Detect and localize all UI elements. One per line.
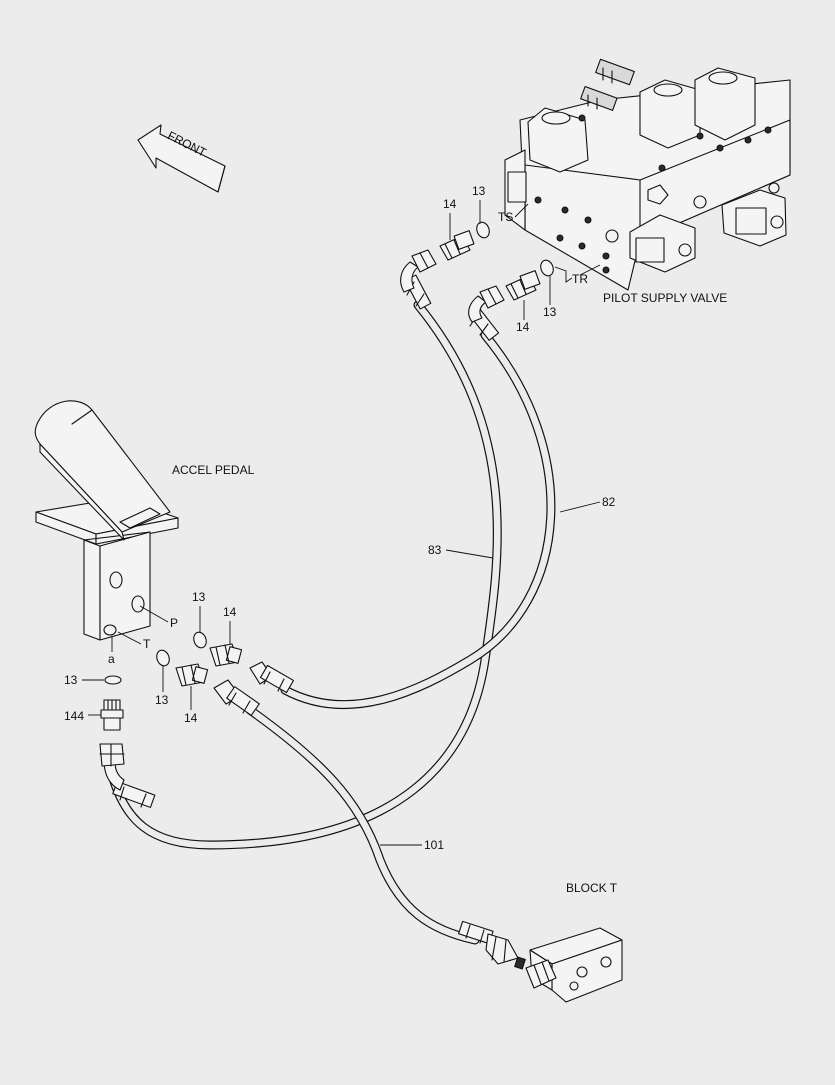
port-t-label: T [143, 637, 151, 651]
callout-13-a: 13 [64, 673, 78, 687]
port-a-label: a [108, 652, 115, 666]
hose-101-block-fitting [458, 920, 526, 970]
callout-13-tr: 13 [543, 305, 557, 319]
accel-pedal-label: ACCEL PEDAL [172, 463, 255, 477]
o-ring-13-ts [476, 221, 490, 239]
callout-82: 82 [602, 495, 616, 509]
o-ring-13-p [193, 631, 207, 649]
callout-13-t: 13 [155, 693, 169, 707]
hose-101-pedal-fitting [213, 679, 260, 716]
accel-pedal [34, 400, 179, 641]
callout-101: 101 [424, 838, 444, 852]
front-arrow: FRONT [137, 124, 226, 193]
o-ring-13-t [156, 649, 170, 667]
o-ring-13-a [104, 675, 122, 685]
block-t [525, 927, 623, 1003]
fitting-14-tr [505, 270, 541, 301]
pilot-supply-valve [504, 58, 791, 291]
hose-82 [280, 330, 556, 709]
hose-101 [245, 705, 480, 945]
pilot-supply-valve-label: PILOT SUPPLY VALVE [603, 291, 727, 305]
fitting-14-t [175, 663, 209, 687]
callout-14-ts: 14 [443, 197, 457, 211]
port-tr-label: TR [572, 272, 588, 286]
callout-13-ts: 13 [472, 184, 486, 198]
callout-14-tr: 14 [516, 320, 530, 334]
callout-83: 83 [428, 543, 442, 557]
hose-82-pedal-fitting [249, 661, 295, 694]
fitting-14-p [209, 643, 243, 667]
hose-83-bottom-fitting [99, 743, 156, 808]
callout-144: 144 [64, 709, 84, 723]
hose-82-top-fitting [468, 285, 505, 341]
block-t-label: BLOCK T [566, 881, 618, 895]
adapter-144 [100, 699, 124, 731]
fitting-14-ts [439, 230, 475, 261]
hose-83-top-fitting [400, 249, 437, 310]
o-ring-13-tr [540, 259, 554, 277]
callout-14-t: 14 [184, 711, 198, 725]
callout-13-p: 13 [192, 590, 206, 604]
port-ts-label: TS [498, 210, 513, 224]
callout-14-p: 14 [223, 605, 237, 619]
port-p-label: P [170, 616, 178, 630]
hose-83 [107, 300, 502, 850]
